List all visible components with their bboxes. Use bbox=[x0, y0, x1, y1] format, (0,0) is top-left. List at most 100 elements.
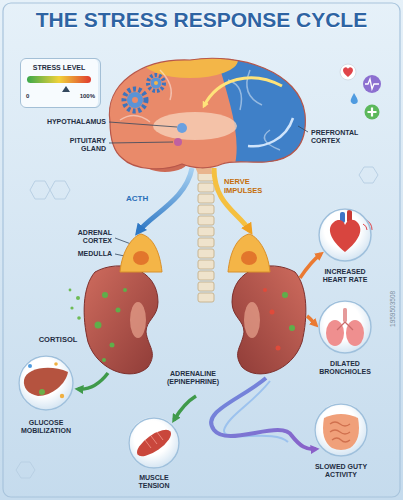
organ-icon bbox=[318, 208, 372, 262]
circle-outline bbox=[19, 356, 73, 410]
right-kidney bbox=[289, 325, 295, 331]
organ-icon bbox=[128, 417, 180, 469]
left-kidney bbox=[102, 358, 106, 362]
effect-arrow bbox=[211, 378, 316, 449]
organ-icon bbox=[330, 422, 350, 442]
organ-icon bbox=[314, 403, 368, 457]
circle-outline bbox=[319, 301, 371, 353]
hormone-label: ADRENALINE (EPINEPHRINE) bbox=[155, 370, 231, 387]
circle-outline bbox=[18, 355, 74, 411]
effect-label: DILATED BRONCHIOLES bbox=[313, 360, 377, 377]
effect-label: INCREASED HEART RATE bbox=[315, 268, 375, 285]
watermark: 1959503508 bbox=[389, 269, 397, 349]
part-label: ADRENAL CORTEX bbox=[62, 229, 112, 246]
stress-gauge bbox=[27, 76, 91, 83]
left-kidney bbox=[76, 296, 80, 300]
left-kidney bbox=[110, 343, 115, 348]
gauge-box: STRESS LEVEL 0 100% bbox=[20, 58, 101, 108]
right-kidney bbox=[228, 234, 270, 272]
right-kidney bbox=[228, 234, 306, 374]
organ-icon bbox=[330, 220, 360, 252]
brain bbox=[248, 118, 293, 146]
spine bbox=[198, 238, 214, 247]
organ-icon bbox=[323, 414, 359, 450]
gauge-value: 0 bbox=[26, 93, 29, 100]
molecule-decoration bbox=[359, 167, 378, 183]
part-label: HYPOTHALAMUS bbox=[40, 118, 106, 126]
molecule-decoration bbox=[50, 181, 70, 199]
brain bbox=[148, 75, 164, 91]
effect-label: SLOWED GUTY ACTIVITY bbox=[307, 463, 375, 480]
leader-line bbox=[109, 122, 177, 127]
effect-circle: GLUCOSE MOBILIZATION bbox=[18, 355, 74, 411]
effect-arrow bbox=[300, 254, 321, 278]
status-icons bbox=[363, 75, 381, 93]
left-kidney bbox=[69, 289, 72, 292]
organ-icon bbox=[326, 320, 344, 346]
leader-line bbox=[298, 126, 308, 132]
spine bbox=[198, 216, 214, 225]
stress-gauge bbox=[20, 58, 98, 108]
organ-icon bbox=[318, 300, 372, 354]
organ-icon bbox=[145, 432, 163, 448]
organ-icon bbox=[28, 364, 32, 368]
spine bbox=[198, 183, 214, 192]
part-label: PITUITARY GLAND bbox=[50, 137, 106, 154]
status-icons bbox=[340, 64, 356, 80]
left-kidney bbox=[123, 288, 127, 292]
left-kidney bbox=[120, 234, 162, 272]
circle-outline bbox=[128, 417, 180, 469]
title: THE STRESS RESPONSE CYCLE bbox=[0, 8, 403, 32]
effect-circle: MUSCLE TENSION bbox=[128, 417, 180, 469]
left-kidney bbox=[102, 292, 108, 298]
effect-label: GLUCOSE MOBILIZATION bbox=[11, 419, 81, 436]
gauge-title: STRESS LEVEL bbox=[21, 64, 97, 72]
organ-icon bbox=[39, 389, 45, 395]
right-kidney bbox=[276, 346, 281, 351]
brain bbox=[204, 78, 282, 106]
right-kidney bbox=[232, 266, 306, 374]
organ-icon bbox=[343, 308, 347, 322]
circle-outline bbox=[315, 404, 367, 456]
effect-arrow bbox=[78, 373, 108, 389]
gauge-value: 100% bbox=[80, 93, 95, 100]
effect-arrow bbox=[307, 316, 316, 325]
right-kidney bbox=[270, 310, 275, 315]
brain bbox=[151, 78, 162, 89]
status-icons bbox=[365, 105, 380, 120]
left-kidney bbox=[116, 308, 121, 313]
spine bbox=[198, 249, 214, 258]
circle-outline bbox=[314, 403, 368, 457]
hormone-label: CORTISOL bbox=[32, 335, 84, 344]
effect-arrow bbox=[174, 396, 196, 420]
left-kidney bbox=[95, 322, 102, 329]
organ-icon bbox=[24, 368, 68, 396]
brain bbox=[132, 97, 138, 103]
effect-circle: DILATED BRONCHIOLES bbox=[318, 300, 372, 354]
stress-gauge bbox=[20, 58, 98, 108]
right-kidney bbox=[282, 292, 288, 298]
part-label: PREFRONTAL CORTEX bbox=[311, 129, 367, 146]
organ-icon bbox=[60, 394, 64, 398]
spine bbox=[198, 260, 214, 269]
status-icons bbox=[351, 93, 358, 104]
spine bbox=[198, 227, 214, 236]
right-kidney bbox=[244, 302, 260, 338]
circle-outline bbox=[318, 300, 372, 354]
brain bbox=[109, 58, 305, 169]
brain bbox=[174, 138, 182, 146]
status-icons bbox=[343, 67, 353, 77]
brain bbox=[124, 89, 146, 111]
effect-circle: SLOWED GUTY ACTIVITY bbox=[314, 403, 368, 457]
spine bbox=[198, 293, 214, 302]
effect-arrow bbox=[78, 254, 321, 449]
left-kidney bbox=[133, 251, 149, 265]
spine bbox=[198, 194, 214, 203]
brain bbox=[177, 123, 187, 133]
brain bbox=[100, 42, 315, 175]
background bbox=[3, 3, 400, 497]
molecule-decoration bbox=[16, 462, 35, 478]
